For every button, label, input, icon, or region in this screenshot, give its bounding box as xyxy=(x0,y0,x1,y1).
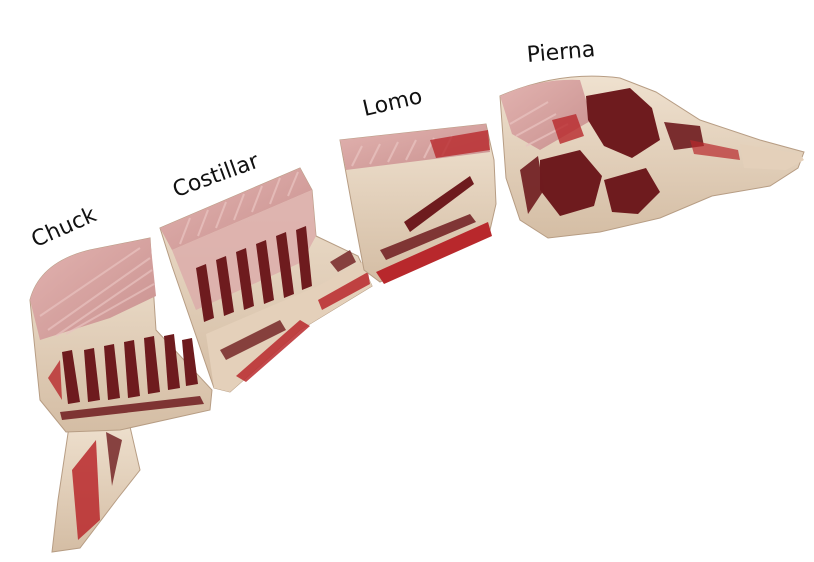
lomo-cut xyxy=(340,124,496,284)
pierna-cut xyxy=(500,76,804,238)
